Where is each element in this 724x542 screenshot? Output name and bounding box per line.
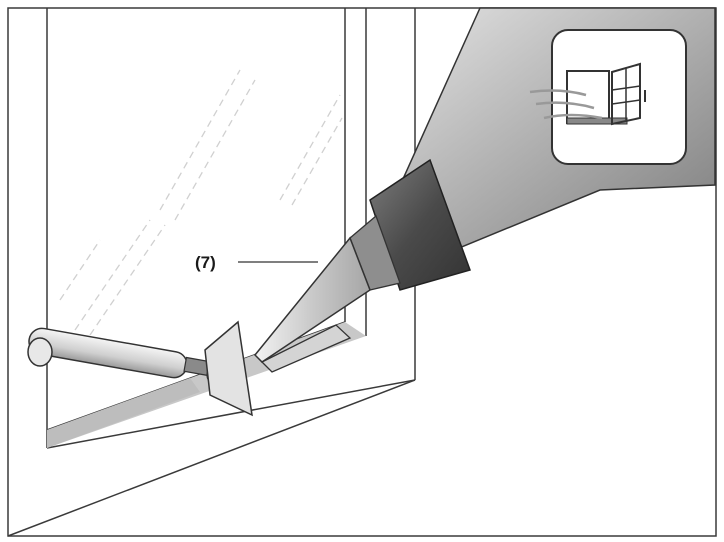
window-sill-strip bbox=[47, 378, 200, 448]
figure-border bbox=[7, 7, 717, 537]
scraper-icon bbox=[27, 320, 253, 417]
window-airflow-icon bbox=[529, 29, 687, 165]
glass-reflections bbox=[59, 69, 343, 336]
callout-label-7: (7) bbox=[195, 253, 216, 272]
